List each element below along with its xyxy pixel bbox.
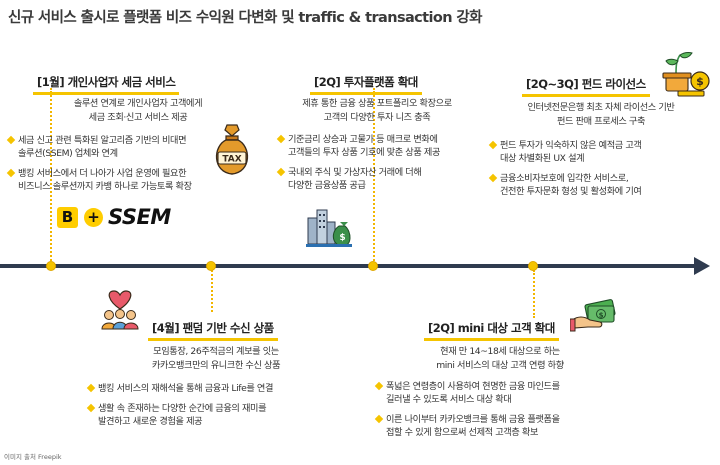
- timeline-dot: [368, 261, 378, 271]
- timeline-stem: [50, 88, 52, 264]
- subtitle-line: 모임통장, 26주적금의 계보를 잇는: [153, 346, 279, 357]
- milestone-title: [4월] 팬덤 기반 수신 상품: [148, 320, 278, 341]
- timeline-stem: [533, 270, 535, 318]
- subtitle-line: 현재 만 14~18세 대상으로 하는: [440, 346, 560, 357]
- image-source-note: 이미지 출처 Freepik: [4, 453, 62, 461]
- list-item: 뱅킹 서비스의 재해석을 통해 금융과 Life를 연결: [86, 382, 328, 395]
- milestone-subtitle: 현재 만 14~18세 대상으로 하는 mini 서비스의 대상 고객 연령 하…: [380, 345, 620, 373]
- milestone-subtitle: 제휴 통한 금융 상품 포트폴리오 확장으로 고객의 다양한 투자 니즈 충족: [262, 97, 492, 125]
- subtitle-line: 세금 조회·신고 서비스 제공: [88, 112, 188, 123]
- timeline-dot: [528, 261, 538, 271]
- hand-cash-icon: $: [570, 299, 616, 332]
- timeline-stem: [373, 88, 375, 264]
- milestone-title: [2Q] 투자플랫폼 확대: [310, 74, 422, 95]
- plus-icon: +: [84, 208, 103, 227]
- timeline-arrow-icon: [694, 257, 710, 275]
- svg-text:$: $: [339, 233, 345, 243]
- svg-text:$: $: [696, 75, 704, 88]
- milestone-subtitle: 인터넷전문은행 최초 자체 라이선스 기반 펀드 판매 프로세스 구축: [486, 101, 716, 129]
- ssem-logo: SSEM: [108, 205, 171, 229]
- milestone-title: [2Q~3Q] 펀드 라이선스: [522, 76, 650, 97]
- milestone-subtitle: 솔루션 연계로 개인사업자 고객에게 세금 조회·신고 서비스 제공: [18, 97, 258, 125]
- subtitle-line: 제휴 통한 금융 상품 포트폴리오 확장으로: [302, 98, 452, 109]
- timeline-stem: [211, 270, 213, 312]
- tax-label: TAX: [222, 155, 241, 165]
- subtitle-line: mini 서비스의 대상 고객 연령 하향: [436, 360, 564, 371]
- logo-b-icon: B: [57, 207, 78, 228]
- milestone-bullets: 뱅킹 서비스의 재해석을 통해 금융과 Life를 연결 생활 속 존재하는 다…: [86, 382, 328, 435]
- list-item: 금융소비자보호에 입각한 서비스로,건전한 투자문화 형성 및 활성화에 기여: [488, 172, 714, 198]
- milestone-title: [1월] 개인사업자 세금 서비스: [33, 74, 180, 95]
- milestone-title: [2Q] mini 대상 고객 확대: [424, 320, 559, 341]
- milestone-subtitle: 모임통장, 26주적금의 계보를 잇는 카카오뱅크만의 유니크한 수신 상품: [96, 345, 336, 373]
- timeline-axis: [0, 264, 704, 268]
- subtitle-line: 인터넷전문은행 최초 자체 라이선스 기반: [527, 102, 675, 113]
- money-plant-icon: $: [662, 52, 710, 97]
- heart-community-icon: [101, 290, 139, 330]
- tax-money-bag-icon: TAX: [215, 124, 249, 175]
- timeline-dot: [46, 261, 56, 271]
- subtitle-line: 솔루션 연계로 개인사업자 고객에게: [73, 98, 203, 109]
- svg-text:$: $: [599, 311, 604, 319]
- page-title: 신규 서비스 출시로 플랫폼 비즈 수익원 다변화 및 traffic & tr…: [8, 10, 482, 26]
- subtitle-line: 카카오뱅크만의 유니크한 수신 상품: [151, 360, 281, 371]
- city-investment-icon: $: [306, 209, 352, 247]
- subtitle-line: 펀드 판매 프로세스 구축: [556, 116, 646, 127]
- timeline-dot: [206, 261, 216, 271]
- subtitle-line: 고객의 다양한 투자 니즈 충족: [323, 112, 431, 123]
